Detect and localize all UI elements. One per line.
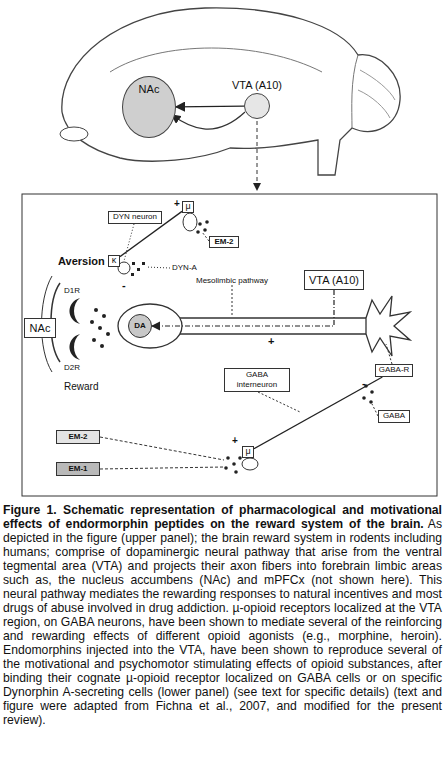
pathway-label: Mesolimbic pathway bbox=[196, 277, 268, 285]
node-text: VTA (A10) bbox=[232, 79, 282, 91]
panel-pointer bbox=[257, 121, 258, 190]
leader-line bbox=[258, 392, 300, 412]
node-text: EM-2 bbox=[214, 238, 233, 247]
dot bbox=[100, 344, 104, 348]
cerebellum-folia bbox=[358, 70, 395, 118]
dopamine-neuron-body bbox=[366, 296, 410, 356]
region-box: VTA (A10) bbox=[304, 270, 364, 290]
dot bbox=[224, 466, 228, 470]
dopamine-dots bbox=[90, 308, 110, 348]
node-text: DA bbox=[134, 322, 146, 331]
node-text: NAc bbox=[30, 322, 51, 334]
leader-line bbox=[100, 467, 224, 469]
dot bbox=[196, 230, 200, 234]
caption-block: Figure 1. Schematic representation of ph… bbox=[3, 503, 442, 727]
connector bbox=[176, 105, 244, 107]
corpus-callosum bbox=[110, 48, 322, 72]
dot bbox=[98, 326, 102, 330]
dot bbox=[203, 228, 207, 232]
peptide-box: EM-1 bbox=[56, 462, 100, 476]
dot bbox=[226, 456, 230, 460]
dot bbox=[90, 320, 94, 324]
d2-receptor bbox=[70, 334, 81, 360]
node-text: EM-1 bbox=[68, 465, 87, 474]
dot bbox=[142, 262, 145, 265]
dot bbox=[205, 220, 209, 224]
leader-line bbox=[386, 344, 392, 364]
dopamine-circle: DA bbox=[128, 314, 152, 338]
label-box: GABA interneuron bbox=[224, 368, 290, 392]
dot bbox=[106, 332, 110, 336]
dot bbox=[370, 390, 374, 394]
node-text: DYN neuron bbox=[113, 213, 157, 222]
sign-label: - bbox=[122, 280, 126, 291]
peptide-label: DYN-A bbox=[172, 264, 197, 272]
leader-line bbox=[232, 285, 233, 316]
effect-label: Aversion bbox=[58, 256, 105, 267]
node-text: EM-2 bbox=[68, 433, 87, 442]
node-text: GABA-R bbox=[379, 366, 410, 375]
node-text: κ bbox=[112, 256, 117, 266]
nucleus-accumbens: NAc bbox=[122, 76, 176, 138]
node-text: GABA bbox=[383, 412, 405, 421]
axon-terminal bbox=[118, 304, 182, 348]
em2-dots bbox=[196, 220, 209, 234]
node-text: μ bbox=[245, 447, 250, 457]
receptor-box: κ bbox=[108, 255, 120, 267]
gaba-interneuron-soma bbox=[242, 458, 258, 470]
effect-label: Reward bbox=[64, 382, 98, 392]
peptide-box: EM-2 bbox=[209, 236, 239, 248]
cerebellum-border bbox=[352, 55, 358, 128]
dot bbox=[362, 396, 366, 400]
receptor-label: D2R bbox=[64, 364, 80, 372]
vta-nucleus: VTA (A10) bbox=[244, 93, 270, 119]
receptor-box: μ bbox=[182, 201, 194, 213]
node-text: VTA (A10) bbox=[309, 274, 359, 286]
node-text: GABA interneuron bbox=[225, 370, 289, 390]
dot bbox=[132, 262, 135, 265]
brain-outline bbox=[62, 8, 400, 175]
olfactory-bulb bbox=[60, 127, 88, 141]
leader-line bbox=[124, 224, 134, 261]
node-text: NAc bbox=[139, 83, 160, 95]
dot bbox=[94, 308, 98, 312]
sign-label: + bbox=[232, 436, 238, 446]
axon bbox=[180, 317, 366, 318]
axon bbox=[180, 333, 366, 334]
sign-label: - bbox=[362, 378, 366, 389]
dot bbox=[198, 222, 202, 226]
d1-receptor bbox=[70, 298, 81, 324]
dot bbox=[131, 273, 134, 276]
node-text: μ bbox=[185, 202, 190, 212]
label-box: GABA bbox=[378, 410, 410, 423]
leader-line bbox=[100, 437, 224, 460]
projection-line bbox=[172, 112, 245, 129]
leader-line bbox=[146, 267, 170, 268]
peptide-box: EM-2 bbox=[56, 430, 100, 444]
leader-line bbox=[202, 232, 209, 241]
dyn-a-dots bbox=[131, 262, 145, 276]
receptor-label: D1R bbox=[64, 287, 80, 295]
dot bbox=[369, 400, 373, 404]
label-box: DYN neuron bbox=[108, 211, 162, 224]
dot bbox=[234, 470, 238, 474]
receptor-box: μ bbox=[242, 446, 254, 458]
figure-title: Figure 1. Schematic representation of ph… bbox=[3, 503, 442, 531]
edge-label: + bbox=[268, 336, 274, 347]
dot bbox=[102, 314, 106, 318]
connector bbox=[152, 290, 334, 326]
sign-label: + bbox=[174, 199, 180, 209]
dot bbox=[232, 462, 236, 466]
dot bbox=[137, 268, 140, 271]
dot bbox=[92, 338, 96, 342]
dyn-neuron-soma bbox=[183, 213, 197, 231]
receptor-box: GABA-R bbox=[375, 364, 413, 377]
figure-caption: As depicted in the figure (upper panel);… bbox=[3, 517, 442, 727]
region-box: NAc bbox=[24, 318, 56, 338]
endomorphin-dots bbox=[224, 456, 242, 474]
panel-frame bbox=[22, 194, 437, 496]
